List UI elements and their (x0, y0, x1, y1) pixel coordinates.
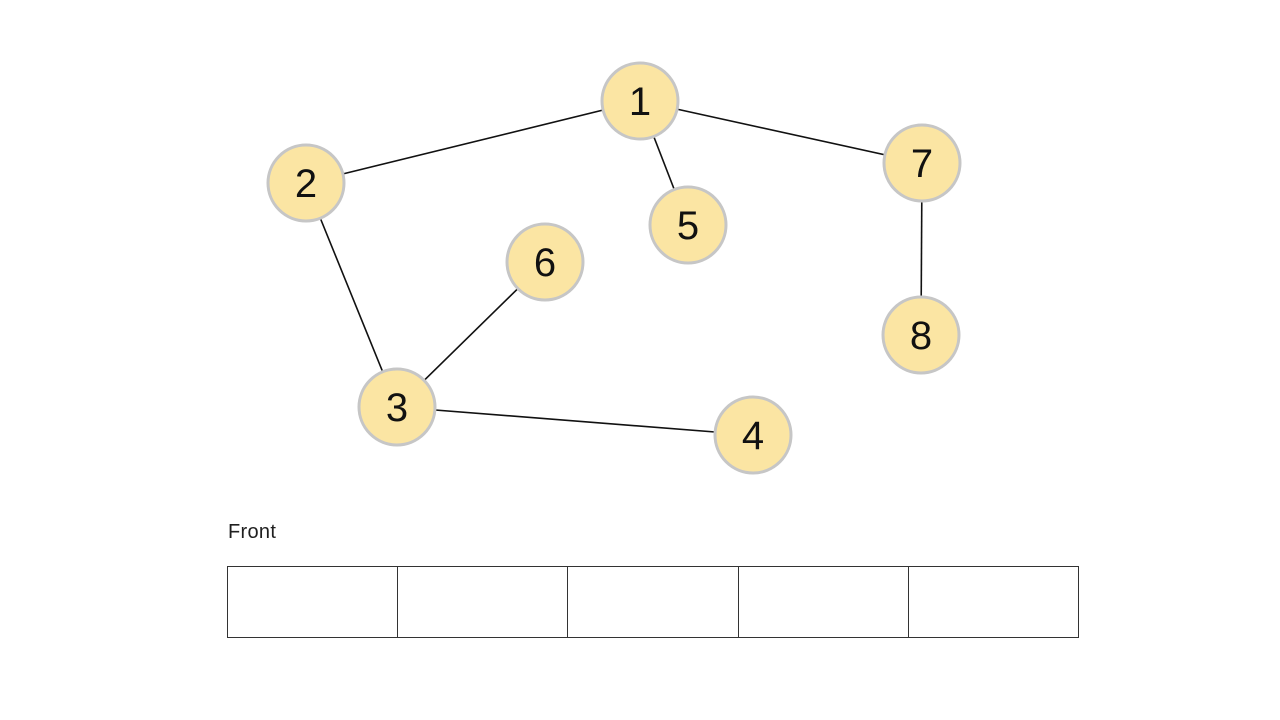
queue-cell-0 (228, 567, 399, 637)
graph-svg: 1 2 3 4 5 6 7 8 (266, 61, 962, 475)
queue-cell-1 (398, 567, 569, 637)
graph-node-4 (713, 395, 793, 475)
graph-edge-2-3 (305, 182, 398, 408)
queue-front-label: Front (228, 521, 277, 543)
graph-node-label-3: 3 (386, 386, 408, 430)
graph-node-6 (505, 222, 585, 302)
graph-node-label-7: 7 (911, 142, 933, 186)
queue-cell-4 (909, 567, 1078, 637)
queue-table (227, 566, 1079, 638)
graph-edge-3-4 (396, 406, 754, 436)
graph-node-label-2: 2 (295, 162, 317, 206)
graph-node-label-1: 1 (629, 80, 651, 124)
graph-edge-1-2 (305, 100, 641, 184)
graph-node-label-8: 8 (910, 314, 932, 358)
graph-node-5 (648, 185, 728, 265)
graph-node-3 (357, 367, 437, 447)
queue-cell-3 (739, 567, 909, 637)
graph-node-8 (881, 295, 961, 375)
graph-node-2 (266, 143, 346, 223)
graph-node-7 (882, 123, 962, 203)
graph-node-label-6: 6 (534, 241, 556, 285)
graph-node-label-4: 4 (742, 414, 764, 458)
graph-edge-1-7 (639, 100, 923, 164)
graph-node-label-5: 5 (677, 204, 699, 248)
graph-node-1 (600, 61, 680, 141)
queue-cell-2 (568, 567, 739, 637)
